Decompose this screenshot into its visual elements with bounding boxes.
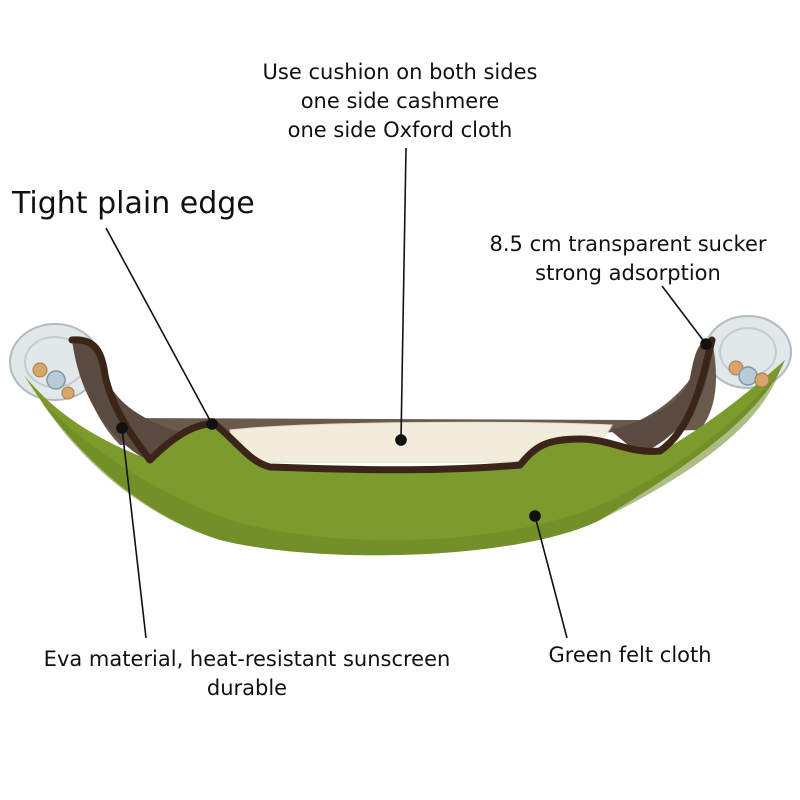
callout-sucker-line-2: strong adsorption	[535, 261, 721, 285]
pointer-cushion	[400, 147, 407, 441]
felt-body	[24, 360, 785, 556]
callout-felt: Green felt cloth	[548, 643, 712, 667]
pointer-dot-eva	[116, 422, 128, 434]
felt-shading	[40, 370, 780, 556]
inner-wall	[72, 340, 716, 445]
pointer-dot-felt	[529, 510, 541, 522]
callout-cushion-line-2: one side cashmere	[300, 89, 500, 113]
pointer-felt	[534, 515, 568, 639]
pointer-edge	[105, 227, 213, 425]
pointer-sucker	[661, 285, 707, 345]
callout-cushion: Use cushion on both sides one side cashm…	[263, 58, 538, 145]
callout-cushion-line-3: one side Oxford cloth	[287, 118, 513, 142]
left-inner-panel	[72, 338, 180, 462]
callout-eva: Eva material, heat-resistant sunscreen d…	[44, 645, 451, 703]
right-inner-panel	[610, 339, 712, 455]
callout-cushion-line-1: Use cushion on both sides	[262, 60, 538, 84]
callout-eva-line-2: durable	[206, 676, 288, 700]
callout-eva-line-1: Eva material, heat-resistant sunscreen	[43, 647, 451, 671]
callout-sucker: 8.5 cm transparent sucker strong adsorpt…	[489, 230, 766, 288]
pointer-dot-edge	[206, 418, 218, 430]
pointer-dot-sucker	[700, 338, 712, 350]
callout-sucker-line-1: 8.5 cm transparent sucker	[489, 232, 767, 256]
callout-edge: Tight plain edge	[12, 186, 255, 221]
right-bead-hook	[728, 360, 770, 388]
pointer-eva	[121, 427, 147, 639]
pointers	[105, 147, 712, 639]
pointer-dot-cushion	[395, 434, 407, 446]
left-bead-hook	[32, 362, 75, 400]
